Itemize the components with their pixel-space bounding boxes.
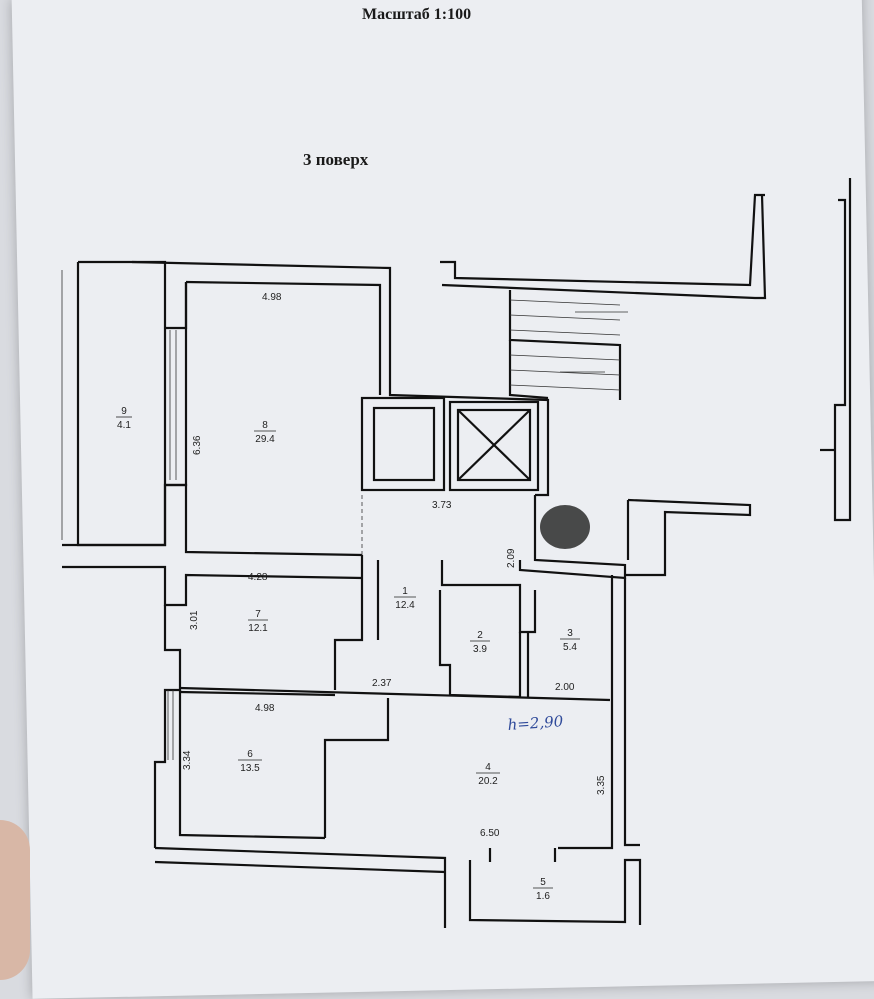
floor-plan: 4.98 6.36 3.73 2.09 4.28 3.01 2.37 2.00 …: [61, 178, 852, 928]
finger: [0, 820, 30, 980]
room-6: 6 13.5: [238, 749, 262, 774]
room-2-num: 2: [477, 630, 483, 641]
dim-200: 2.00: [555, 682, 575, 693]
room-9-area: 4.1: [117, 420, 131, 431]
room-3: 3 5.4: [560, 628, 580, 653]
room-1-num: 1: [402, 586, 408, 597]
dim-237: 2.37: [372, 678, 392, 689]
room-2-area: 3.9: [473, 644, 487, 655]
room-5-area: 1.6: [536, 891, 550, 902]
dim-428: 4.28: [248, 572, 268, 583]
room-7: 7 12.1: [248, 609, 268, 634]
room-4-num: 4: [485, 762, 491, 773]
dim-498-top: 4.98: [262, 292, 282, 303]
dim-373: 3.73: [432, 500, 452, 511]
dim-209: 2.09: [506, 548, 517, 568]
dim-650: 6.50: [480, 828, 500, 839]
room-7-num: 7: [255, 609, 261, 620]
room-6-area: 13.5: [240, 763, 260, 774]
room-5-num: 5: [540, 877, 546, 888]
room-4-area: 20.2: [478, 776, 498, 787]
room-5: 5 1.6: [533, 877, 553, 902]
room-9: 9 4.1: [116, 406, 132, 431]
dim-335: 3.35: [596, 775, 607, 795]
room-1-area: 12.4: [395, 600, 415, 611]
scribble-mark: [540, 505, 590, 549]
room-6-num: 6: [247, 749, 253, 760]
room-2: 2 3.9: [470, 630, 490, 655]
scale-label: Масштаб 1:100: [362, 6, 472, 23]
room-8: 8 29.4: [254, 420, 276, 445]
dim-301: 3.01: [189, 610, 200, 630]
room-8-area: 29.4: [255, 434, 275, 445]
room-3-num: 3: [567, 628, 573, 639]
room-8-num: 8: [262, 420, 268, 431]
walls: [62, 178, 852, 928]
dim-334: 3.34: [182, 750, 193, 770]
height-note: h=2,90: [507, 712, 564, 734]
room-3-area: 5.4: [563, 642, 577, 653]
aux-lines: [61, 270, 628, 760]
room-7-area: 12.1: [248, 623, 268, 634]
room-1: 1 12.4: [394, 586, 416, 611]
dim-498-bottom: 4.98: [255, 703, 275, 714]
room-9-num: 9: [121, 406, 127, 417]
floor-label: 3 поверх: [303, 150, 369, 169]
room-4: 4 20.2: [476, 762, 500, 787]
dim-636: 6.36: [192, 435, 203, 455]
